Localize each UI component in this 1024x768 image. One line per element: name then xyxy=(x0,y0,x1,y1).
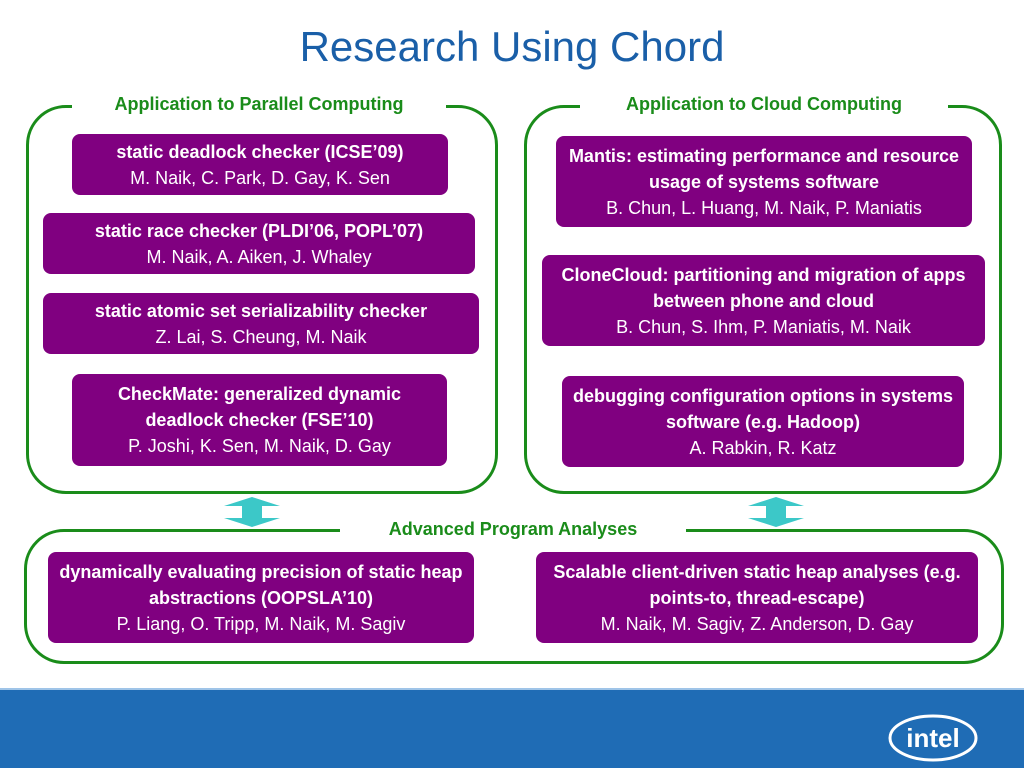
footer-divider xyxy=(0,688,1024,690)
box-title: static deadlock checker (ICSE’09) xyxy=(116,141,404,162)
heap-precision-box: dynamically evaluating precision of stat… xyxy=(48,552,474,643)
program-analyses-label: Advanced Program Analyses xyxy=(340,518,686,540)
box-authors: B. Chun, L. Huang, M. Naik, P. Maniatis xyxy=(606,197,922,218)
box-authors: M. Naik, A. Aiken, J. Whaley xyxy=(146,246,372,267)
config-debugging-box: debugging configuration options in syste… xyxy=(562,376,964,467)
box-title: Mantis: estimating performance and resou… xyxy=(568,145,960,192)
atomic-set-checker-box: static atomic set serializability checke… xyxy=(43,293,479,354)
mantis-box: Mantis: estimating performance and resou… xyxy=(556,136,972,227)
box-authors: A. Rabkin, R. Katz xyxy=(689,437,837,458)
static-heap-analyses-box: Scalable client-driven static heap analy… xyxy=(536,552,978,643)
box-authors: M. Naik, C. Park, D. Gay, K. Sen xyxy=(130,167,390,188)
box-authors: Z. Lai, S. Cheung, M. Naik xyxy=(155,326,367,347)
race-checker-box: static race checker (PLDI’06, POPL’07) M… xyxy=(43,213,475,274)
box-authors: B. Chun, S. Ihm, P. Maniatis, M. Naik xyxy=(616,316,911,337)
box-title: dynamically evaluating precision of stat… xyxy=(59,561,463,608)
box-title: static atomic set serializability checke… xyxy=(94,300,428,321)
slide-title: Research Using Chord xyxy=(299,23,725,70)
box-title: debugging configuration options in syste… xyxy=(572,385,953,432)
box-authors: M. Naik, M. Sagiv, Z. Anderson, D. Gay xyxy=(600,613,914,634)
parallel-computing-label: Application to Parallel Computing xyxy=(72,93,446,115)
intel-logo: intel xyxy=(888,714,978,762)
clonecloud-box: CloneCloud: partitioning and migration o… xyxy=(542,255,985,346)
deadlock-checker-box: static deadlock checker (ICSE’09) M. Nai… xyxy=(72,134,448,195)
box-authors: P. Liang, O. Tripp, M. Naik, M. Sagiv xyxy=(116,613,406,634)
box-title: CloneCloud: partitioning and migration o… xyxy=(561,264,966,311)
box-authors: P. Joshi, K. Sen, M. Naik, D. Gay xyxy=(128,436,391,456)
footer-bar xyxy=(0,690,1024,768)
intel-logo-text: intel xyxy=(906,723,959,753)
cloud-computing-label: Application to Cloud Computing xyxy=(580,93,948,115)
box-title: static race checker (PLDI’06, POPL’07) xyxy=(94,220,424,241)
double-headed-vertical-arrow-icon xyxy=(748,497,804,527)
box-title: Scalable client-driven static heap analy… xyxy=(553,561,961,608)
checkmate-box: CheckMate: generalized dynamic deadlock … xyxy=(72,374,447,466)
box-title: CheckMate: generalized dynamic deadlock … xyxy=(117,384,402,430)
double-headed-vertical-arrow-icon xyxy=(224,497,280,527)
